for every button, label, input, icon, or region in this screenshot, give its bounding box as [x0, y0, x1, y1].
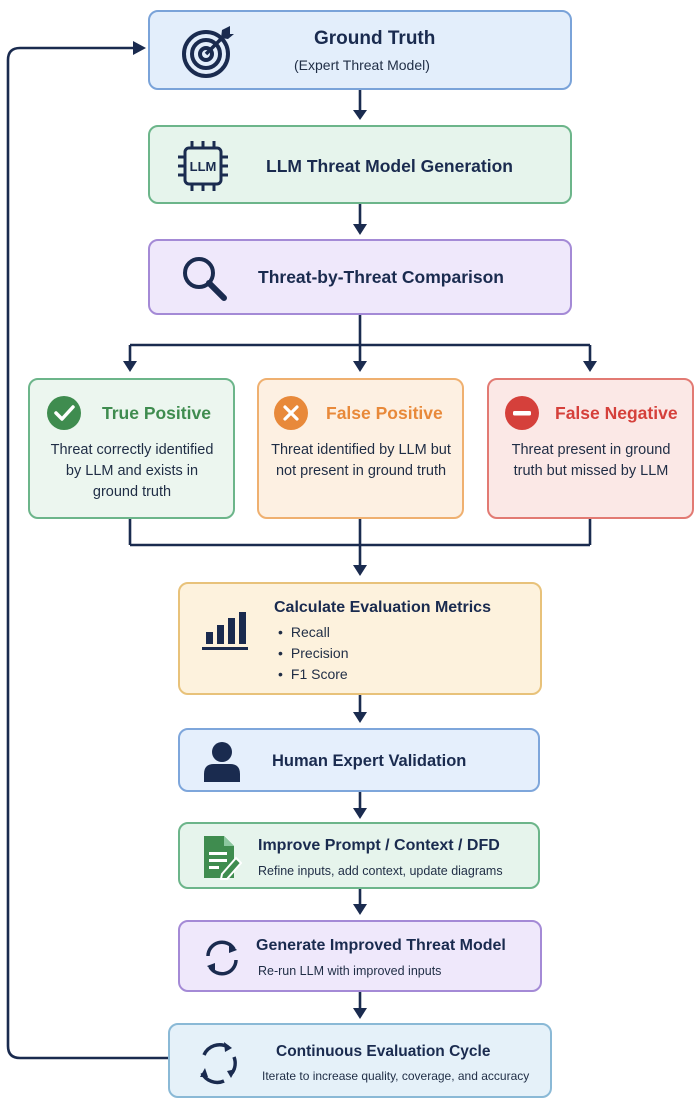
llm-generation-box: LLM LLM Threat Model Generation — [148, 125, 572, 204]
true-positive-card: True Positive Threat correctly identifie… — [28, 378, 235, 519]
chip-label: LLM — [190, 159, 217, 174]
generate-improved-title: Generate Improved Threat Model — [256, 937, 506, 954]
generate-improved-subtitle: Re-run LLM with improved inputs — [258, 964, 442, 978]
chip-icon: LLM — [178, 141, 228, 191]
false-positive-description: Threat identified by LLM but not present… — [271, 442, 451, 479]
human-validation-box: Human Expert Validation — [178, 728, 540, 792]
x-circle-icon — [274, 396, 308, 430]
target-icon — [182, 26, 234, 78]
metrics-list: Recall Precision F1 Score — [278, 622, 349, 685]
llm-generation-title: LLM Threat Model Generation — [266, 156, 513, 176]
minus-circle-icon — [505, 396, 539, 430]
ground-truth-box: Ground Truth (Expert Threat Model) — [148, 10, 572, 90]
continuous-cycle-title: Continuous Evaluation Cycle — [276, 1043, 491, 1060]
magnifier-icon — [183, 257, 227, 301]
improve-prompt-title: Improve Prompt / Context / DFD — [258, 837, 500, 854]
false-negative-description: Threat present in ground truth but misse… — [511, 442, 671, 479]
ground-truth-title: Ground Truth — [314, 28, 436, 49]
generate-improved-box: Generate Improved Threat Model Re-run LL… — [178, 920, 542, 992]
improve-prompt-subtitle: Refine inputs, add context, update diagr… — [258, 864, 503, 878]
continuous-cycle-subtitle: Iterate to increase quality, coverage, a… — [262, 1069, 530, 1083]
true-positive-description: Threat correctly identified by LLM and e… — [50, 442, 214, 500]
false-negative-title: False Negative — [555, 403, 678, 423]
ground-truth-subtitle: (Expert Threat Model) — [294, 57, 430, 73]
comparison-box: Threat-by-Threat Comparison — [148, 239, 572, 315]
false-negative-card: False Negative Threat present in ground … — [487, 378, 694, 519]
edit-document-icon — [204, 836, 242, 880]
metrics-title: Calculate Evaluation Metrics — [274, 599, 491, 616]
false-positive-card: False Positive Threat identified by LLM … — [257, 378, 464, 519]
refresh-icon — [206, 940, 238, 976]
metric-item: Recall — [278, 622, 349, 643]
comparison-title: Threat-by-Threat Comparison — [258, 267, 504, 287]
metric-item: F1 Score — [278, 664, 349, 685]
improve-prompt-box: Improve Prompt / Context / DFD Refine in… — [178, 822, 540, 889]
metric-item: Precision — [278, 643, 349, 664]
bar-chart-icon — [202, 612, 248, 650]
cycle-icon — [200, 1042, 237, 1085]
person-icon — [204, 742, 240, 782]
false-positive-title: False Positive — [326, 403, 443, 423]
feedback-loop-arrow — [6, 46, 168, 1060]
true-positive-title: True Positive — [102, 403, 211, 423]
metrics-box: Calculate Evaluation Metrics Recall Prec… — [178, 582, 542, 695]
continuous-cycle-box: Continuous Evaluation Cycle Iterate to i… — [168, 1023, 552, 1098]
check-circle-icon — [47, 396, 81, 430]
human-validation-title: Human Expert Validation — [272, 752, 467, 770]
